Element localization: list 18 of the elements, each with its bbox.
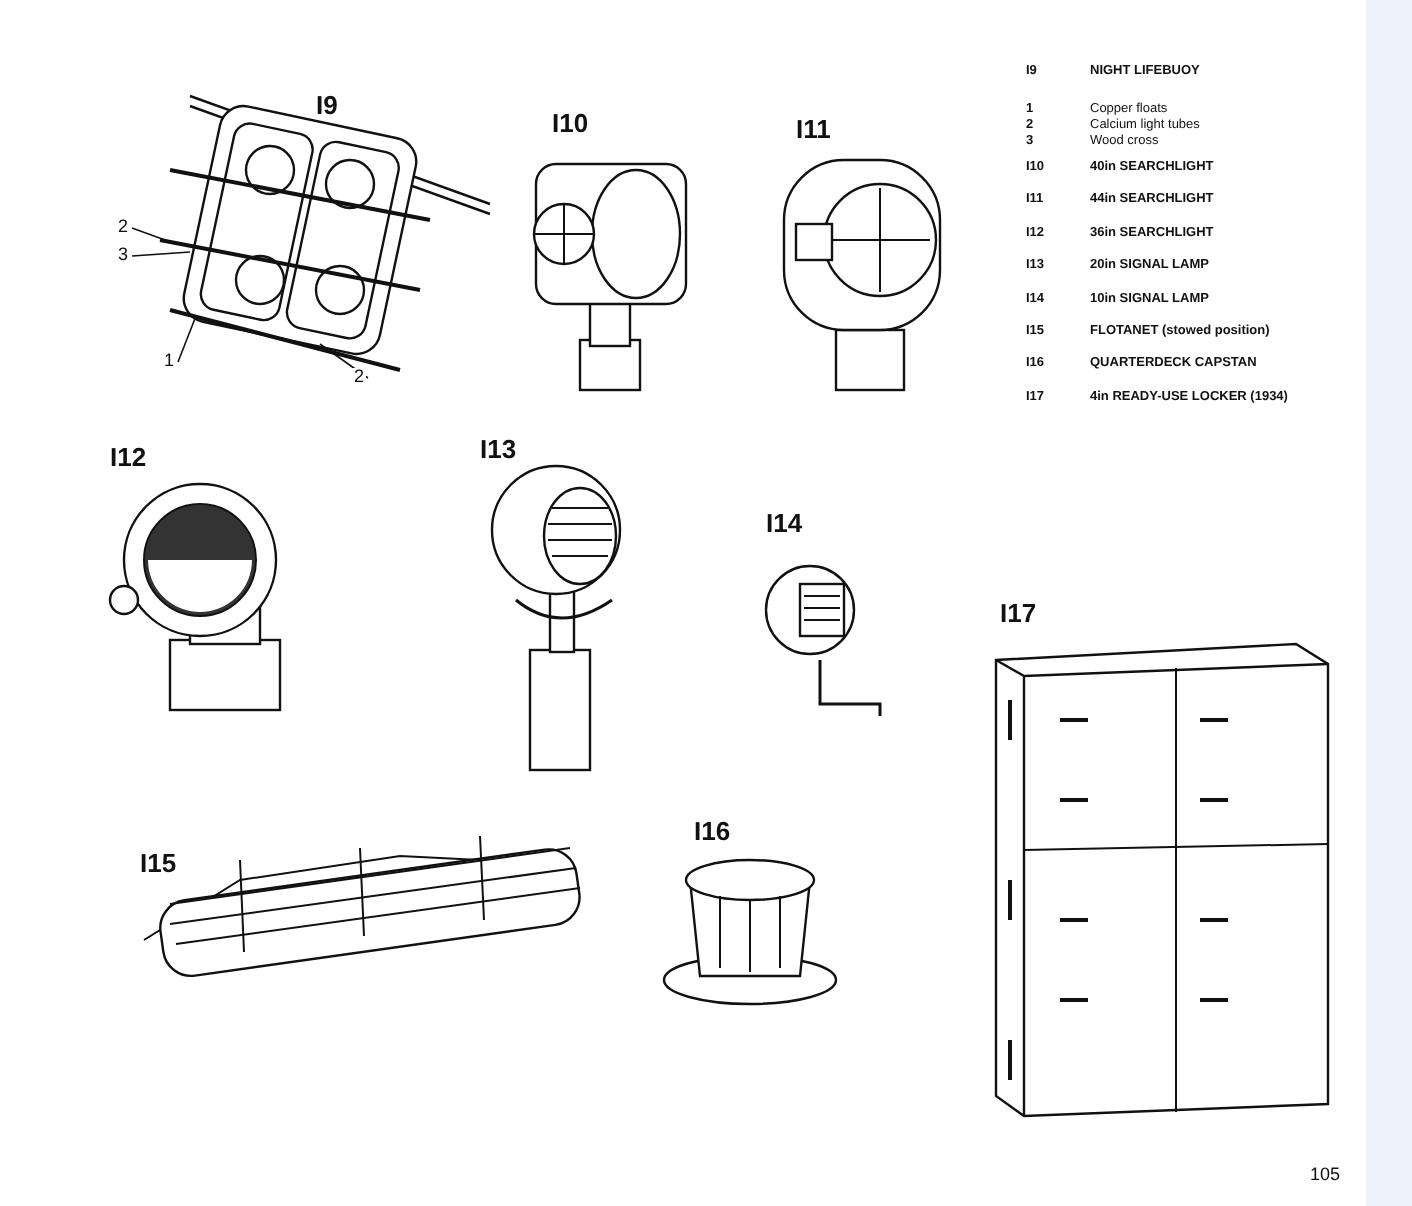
callout-number: 2 xyxy=(352,368,367,386)
figure-number: I15 xyxy=(140,850,177,876)
figure-number: I9 xyxy=(316,92,338,118)
figure-number: I11 xyxy=(796,116,831,142)
leader-line xyxy=(131,251,191,257)
figure-number: I10 xyxy=(552,110,589,136)
figure-number: I13 xyxy=(480,436,517,462)
leader-line xyxy=(131,227,177,245)
leader-line xyxy=(319,343,369,379)
callout-number: 1 xyxy=(162,352,177,370)
figure-number: I16 xyxy=(694,818,731,844)
callout-number: 2 xyxy=(116,218,131,236)
leader-line xyxy=(177,315,197,363)
figure-number: I17 xyxy=(1000,600,1037,626)
callout-number: 3 xyxy=(116,246,131,264)
figure-number: I14 xyxy=(766,510,803,536)
figure-number: I12 xyxy=(110,444,147,470)
page-number: 105 xyxy=(1310,1166,1341,1184)
